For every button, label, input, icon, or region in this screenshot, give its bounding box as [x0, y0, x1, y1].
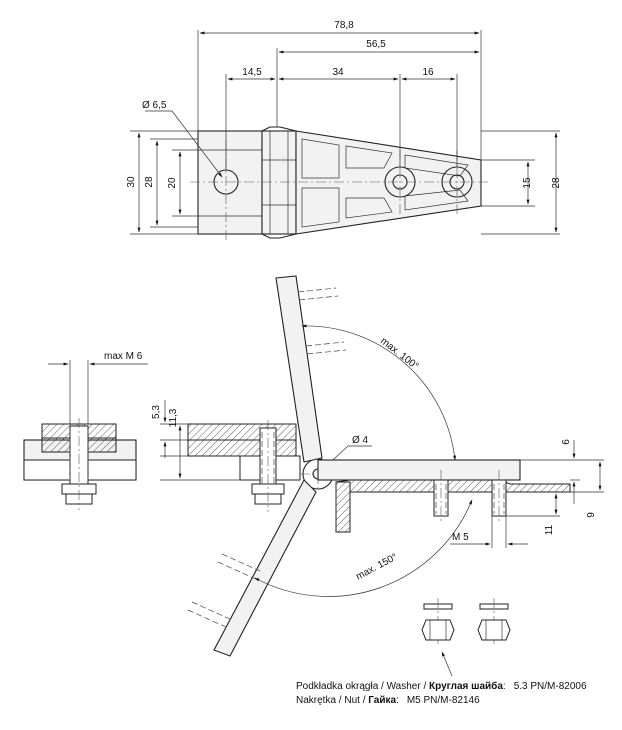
dim-height-28-left: 28	[144, 176, 155, 188]
dim-9: 9	[586, 512, 597, 518]
hinge-leaf-tapered	[295, 130, 482, 235]
side-view: 5,3 11,3 Ø 4	[151, 275, 604, 657]
fasteners	[421, 598, 511, 677]
dim-hole-spacing-1: 34	[332, 67, 344, 78]
parts-legend: Podkładka okrągła / Washer / Круглая шай…	[296, 680, 587, 706]
dim-max-thread: max M 6	[104, 351, 143, 362]
dim-thread-m5: M 5	[452, 532, 469, 543]
dim-11: 11	[544, 524, 555, 535]
top-view: 78,8 56,5 14,5 34 16 Ø 6,5 30 28 20	[126, 20, 562, 240]
legend-nut: Nakrętka / Nut / Гайка:M5 PN/M-82146	[296, 695, 480, 706]
dim-height-30: 30	[126, 176, 137, 188]
dim-hole-diameter: Ø 6,5	[142, 100, 167, 111]
dim-offset: 14,5	[242, 67, 262, 78]
dim-height-20: 20	[167, 177, 178, 189]
leaf-open-150	[213, 479, 317, 657]
dim-height-28-right: 28	[551, 177, 562, 189]
legend-washer: Podkładka okrągła / Washer / Круглая шай…	[296, 680, 587, 692]
section-view-small: max M 6	[23, 351, 148, 510]
dim-thickness-5-3: 5,3	[151, 405, 162, 419]
hinge-leaf-left	[197, 130, 263, 235]
nut-2	[477, 619, 511, 641]
dim-hole-spacing-2: 16	[422, 67, 434, 78]
angle-bracket	[335, 481, 351, 533]
label-angle-150: max. 150°	[354, 552, 399, 583]
dim-length-to-hole: 56,5	[366, 39, 386, 50]
hinge-knuckle	[261, 130, 297, 235]
leaf-closed	[317, 459, 521, 481]
dim-pin-diameter: Ø 4	[352, 435, 369, 446]
dim-height-15: 15	[522, 177, 533, 189]
dim-thickness-11-3: 11,3	[168, 408, 179, 427]
dim-6: 6	[561, 439, 572, 445]
dim-overall-length: 78,8	[334, 20, 354, 31]
nut-1	[421, 619, 455, 641]
label-angle-100: max. 100°	[378, 336, 420, 372]
